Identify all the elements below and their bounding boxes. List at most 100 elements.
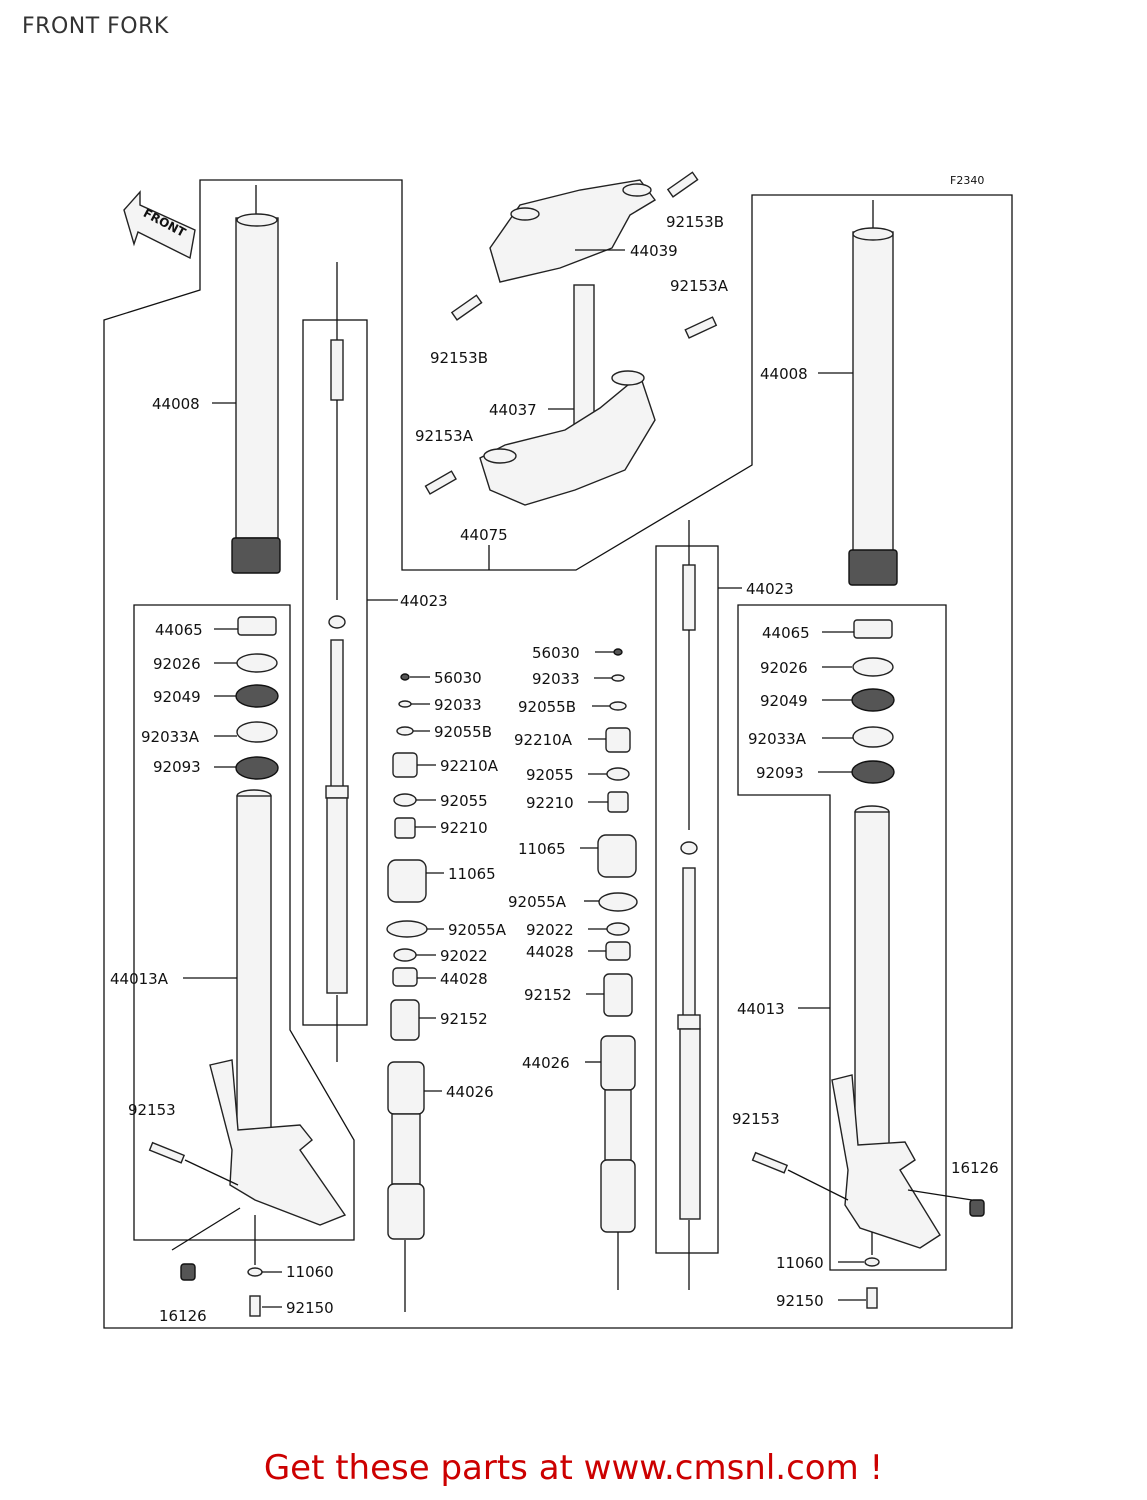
part-label: 92033 — [434, 696, 482, 714]
part-label: 92210A — [440, 757, 499, 775]
right-circlip — [852, 726, 894, 748]
left-bottom-bolt — [249, 1295, 261, 1317]
part-label: 92055A — [448, 921, 507, 939]
part-label: 92033A — [141, 728, 200, 746]
right-small-oring-56030 — [613, 648, 623, 656]
left-damper-frame — [302, 319, 368, 1026]
left-fork-inner-frame — [133, 604, 355, 1241]
part-label: 92093 — [756, 764, 804, 782]
left-valve-92210 — [394, 817, 416, 839]
lower-triple-clamp — [479, 373, 656, 506]
right-oil-seal — [851, 688, 895, 712]
bolt-92153A-mid — [424, 470, 457, 495]
part-label: 44013 — [737, 1000, 785, 1018]
part-label: 92210 — [440, 819, 488, 837]
right-bottom-bolt — [866, 1287, 878, 1309]
right-dust-seal — [851, 760, 895, 784]
front-direction-arrow: FRONT — [123, 190, 196, 260]
part-label: 92026 — [760, 659, 808, 677]
part-label: 92033 — [532, 670, 580, 688]
part-label: 92153A — [415, 427, 474, 445]
part-label: 44008 — [152, 395, 200, 413]
bolt-92153A-top — [684, 316, 718, 339]
part-label: 92022 — [526, 921, 574, 939]
left-spacer-92152 — [390, 999, 420, 1041]
right-oring-92055 — [606, 767, 630, 781]
left-bleed-screw — [171, 1207, 241, 1281]
part-label: 44028 — [440, 970, 488, 988]
right-valve-92210 — [607, 791, 629, 813]
part-label: 11060 — [776, 1254, 824, 1272]
right-oring-92033 — [611, 674, 625, 682]
part-label: 56030 — [532, 644, 580, 662]
right-damper-rod — [677, 520, 701, 1290]
figure-code: F2340 — [950, 174, 984, 187]
left-bolt-92153 — [148, 1141, 239, 1186]
left-oring-92055 — [393, 793, 417, 807]
right-gasket — [864, 1257, 880, 1267]
steering-stem — [573, 284, 595, 426]
part-label: 92026 — [153, 655, 201, 673]
part-label: 44037 — [489, 401, 537, 419]
part-label: 92049 — [153, 688, 201, 706]
part-label: 92055 — [440, 792, 488, 810]
left-axle-holder — [209, 1059, 347, 1226]
assembly-frame — [103, 179, 1013, 1329]
left-small-oring-56030 — [400, 673, 410, 681]
right-cap-11065 — [597, 834, 637, 878]
right-washer-92022 — [606, 922, 630, 936]
right-bushing — [853, 619, 893, 639]
upper-triple-clamp — [489, 179, 657, 283]
part-label: 44075 — [460, 526, 508, 544]
part-label: 44013A — [110, 970, 169, 988]
part-label: 92152 — [524, 986, 572, 1004]
part-label: 92055B — [518, 698, 576, 716]
part-label: 16126 — [159, 1307, 207, 1325]
left-outer-tube — [231, 185, 281, 574]
left-oring-92055A — [386, 920, 428, 938]
left-gasket — [247, 1267, 263, 1277]
part-label: 92153A — [670, 277, 729, 295]
right-spring-44026 — [600, 1035, 636, 1290]
right-collar-44028 — [605, 941, 631, 961]
left-oil-seal — [235, 684, 279, 708]
left-collar-44028 — [392, 967, 418, 987]
right-oring-92055A — [598, 892, 638, 912]
part-label: 56030 — [434, 669, 482, 687]
part-label: 92150 — [776, 1292, 824, 1310]
leader-lines — [183, 249, 866, 1308]
cmsnl-parts-link[interactable]: Get these parts at www.cmsnl.com ! — [263, 1448, 884, 1488]
part-label: 11065 — [518, 840, 566, 858]
left-washer — [236, 653, 278, 673]
part-label: 92210 — [526, 794, 574, 812]
part-label: 92055B — [434, 723, 492, 741]
left-washer-92022 — [393, 948, 417, 962]
left-dust-seal — [235, 756, 279, 780]
part-label: 92150 — [286, 1299, 334, 1317]
part-label: 16126 — [951, 1159, 999, 1177]
front-fork-parts-diagram: F2340 FRONT — [103, 171, 1013, 1329]
page-title: FRONT FORK — [22, 14, 169, 39]
right-outer-tube — [848, 200, 898, 586]
right-washer — [852, 657, 894, 677]
right-bleed-screw — [907, 1189, 985, 1217]
upper-clamp-hole-left — [510, 207, 540, 221]
part-label: 44023 — [746, 580, 794, 598]
part-label: 44008 — [760, 365, 808, 383]
left-damper-rod — [325, 262, 349, 1062]
part-label: 92049 — [760, 692, 808, 710]
part-label: 44026 — [522, 1054, 570, 1072]
left-bushing — [237, 616, 277, 636]
right-damper-frame — [655, 545, 719, 1254]
part-label: 92153 — [732, 1110, 780, 1128]
part-label: 92152 — [440, 1010, 488, 1028]
left-circlip — [236, 721, 278, 743]
right-oring-92055B — [609, 701, 627, 711]
part-label: 44039 — [630, 242, 678, 260]
part-label: 92022 — [440, 947, 488, 965]
part-label: 92153 — [128, 1101, 176, 1119]
lower-clamp-hole-right — [611, 370, 645, 386]
part-label: 44023 — [400, 592, 448, 610]
left-cap-11065 — [387, 859, 427, 903]
part-label: 92055 — [526, 766, 574, 784]
